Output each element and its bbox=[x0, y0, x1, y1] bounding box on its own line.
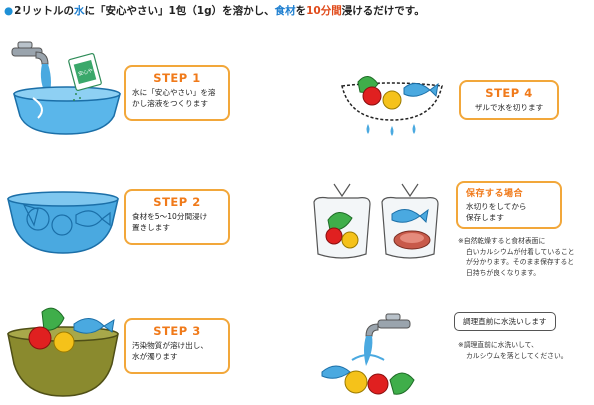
step1-desc-line1: 水に「安心やさい」を溶 bbox=[132, 88, 216, 97]
powder-icon bbox=[73, 93, 81, 101]
step1-illustration: 安心やさい bbox=[11, 41, 121, 135]
step3-box: STEP 3 汚染物質が溶け出し、 水が濁ります bbox=[124, 318, 230, 374]
step3-desc-line1: 汚染物質が溶け出し、 bbox=[132, 341, 208, 350]
faucet-icon bbox=[365, 313, 411, 337]
step3-title: STEP 3 bbox=[153, 324, 201, 338]
bowl-icon bbox=[13, 86, 121, 135]
step4-desc-line1: ザルで水を切ります bbox=[474, 103, 544, 112]
header-text-food: 食材 bbox=[274, 5, 296, 17]
water-stream-icon bbox=[351, 336, 385, 366]
step2-title: STEP 2 bbox=[153, 195, 201, 209]
step4-title: STEP 4 bbox=[485, 86, 533, 100]
storage-note-line2: 白いカルシウムが付着していること bbox=[466, 247, 575, 256]
step2-desc-line1: 食材を5～10分間浸け bbox=[132, 212, 208, 221]
orange-icon bbox=[382, 90, 402, 110]
rinse-note-line2: カルシウムを落としてください。 bbox=[466, 351, 568, 360]
bowl-icon bbox=[7, 191, 119, 254]
storage-desc-line1: 水切りをしてから bbox=[466, 202, 527, 211]
step4-illustration bbox=[341, 76, 443, 136]
header-text-5: を bbox=[295, 5, 307, 17]
packet-icon: 安心やさい bbox=[68, 53, 103, 91]
storage-note-line3: が分かります。そのまま保存すると bbox=[466, 258, 575, 266]
water-drops-icon bbox=[366, 124, 416, 136]
leafy-greens-icon bbox=[41, 307, 65, 331]
orange-icon bbox=[341, 231, 359, 249]
rinse-illustration bbox=[321, 313, 415, 395]
vegetables-outline-icon bbox=[22, 204, 111, 236]
header-text-minutes: 10分間 bbox=[306, 5, 342, 17]
storage-note-line4: 日持ちが良くなります。 bbox=[466, 268, 541, 277]
step1-box: STEP 1 水に「安心やさい」を溶 かし溶液をつくります bbox=[124, 65, 230, 121]
step2-desc-line2: 置きします bbox=[132, 223, 170, 232]
tomato-icon bbox=[28, 326, 52, 350]
rinse-note: ※調理直前に水洗いして、 カルシウムを落としてください。 bbox=[458, 340, 592, 361]
step1-title: STEP 1 bbox=[153, 71, 201, 85]
storage-illustration bbox=[313, 183, 439, 259]
page-header: ●2リットルの水に「安心やさい」1包（1g）を溶かし、食材を10分間浸けるだけで… bbox=[4, 3, 425, 18]
step3-desc-line2: 水が濁ります bbox=[132, 352, 178, 361]
orange-icon bbox=[344, 370, 368, 394]
tomato-icon bbox=[367, 373, 389, 395]
bullet-icon: ● bbox=[4, 5, 14, 17]
orange-icon bbox=[53, 331, 75, 353]
rinse-title-box: 調理直前に水洗いします bbox=[454, 312, 556, 331]
storage-title: 保存する場合 bbox=[466, 189, 524, 199]
fish-icon bbox=[321, 365, 351, 379]
rinse-title: 調理直前に水洗いします bbox=[463, 317, 547, 326]
storage-note: ※自然乾燥すると食材表面に 白いカルシウムが付着していること が分かります。その… bbox=[458, 236, 592, 278]
header-text-3: に「安心やさい」1包（1g）を溶かし、 bbox=[84, 5, 275, 17]
step2-box: STEP 2 食材を5～10分間浸け 置きします bbox=[124, 189, 230, 245]
rinse-note-line1: ※調理直前に水洗いして、 bbox=[458, 341, 538, 349]
faucet-icon bbox=[11, 41, 49, 65]
storage-desc-line2: 保存します bbox=[466, 213, 504, 222]
header-text-7: 浸けるだけです。 bbox=[341, 5, 425, 17]
fish-icon bbox=[403, 82, 439, 98]
step1-desc-line2: かし溶液をつくります bbox=[132, 99, 208, 108]
fish-icon bbox=[391, 208, 429, 224]
fish-icon bbox=[73, 318, 115, 334]
header-text-water: 水 bbox=[73, 5, 85, 17]
tomato-icon bbox=[325, 227, 343, 245]
tomato-icon bbox=[362, 86, 382, 106]
step2-illustration bbox=[7, 191, 119, 254]
leafy-greens-icon bbox=[389, 372, 415, 395]
header-text-1: 2リットルの bbox=[14, 5, 74, 17]
storage-note-line1: ※自然乾燥すると食材表面に bbox=[458, 237, 546, 245]
step3-illustration bbox=[7, 307, 119, 397]
step4-box: STEP 4 ザルで水を切ります bbox=[459, 80, 559, 120]
storage-box: 保存する場合 水切りをしてから 保存します bbox=[456, 181, 562, 229]
meat-icon bbox=[393, 230, 431, 250]
